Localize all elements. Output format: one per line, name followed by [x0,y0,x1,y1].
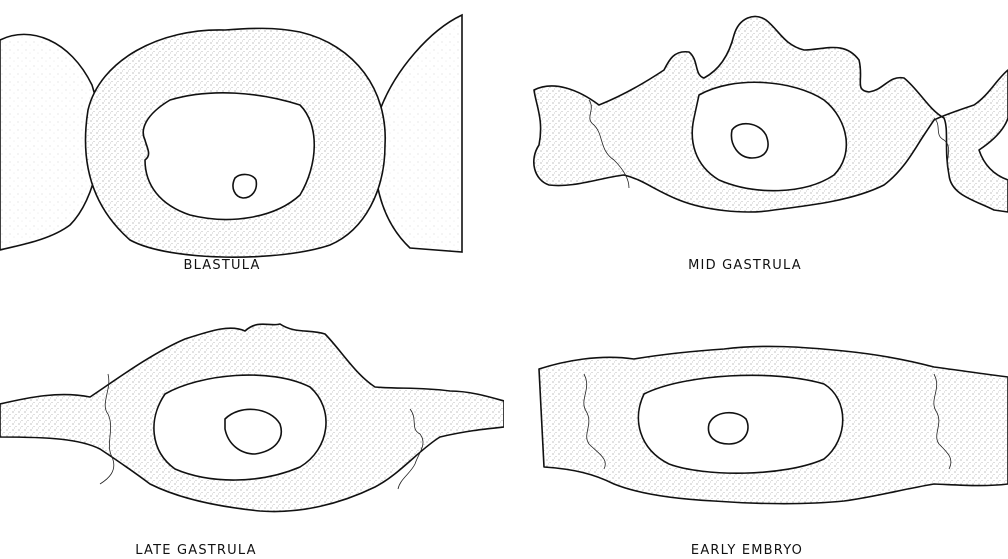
early-embryo-outer-contour [638,375,842,473]
label-early-embryo: EARLY EMBRYO [691,543,803,558]
blastula-nucleus-region [143,93,314,220]
late-gastrula-drawing [0,279,504,559]
label-blastula: BLASTULA [183,258,260,273]
neighbor-cell-right [375,15,462,252]
late-gastrula-outer-contour [154,375,326,480]
label-late-gastrula: LATE GASTRULA [135,543,256,558]
panel-late-gastrula: LATE GASTRULA [0,279,504,558]
label-mid-gastrula: MID GASTRULA [688,258,802,273]
panel-early-embryo: EARLY EMBRYO [504,279,1008,558]
mid-gastrula-drawing [504,0,1008,279]
panel-mid-gastrula: MID GASTRULA [504,0,1008,279]
early-embryo-drawing [504,279,1008,559]
panel-blastula: BLASTULA [0,0,504,279]
blastula-drawing [0,0,504,279]
